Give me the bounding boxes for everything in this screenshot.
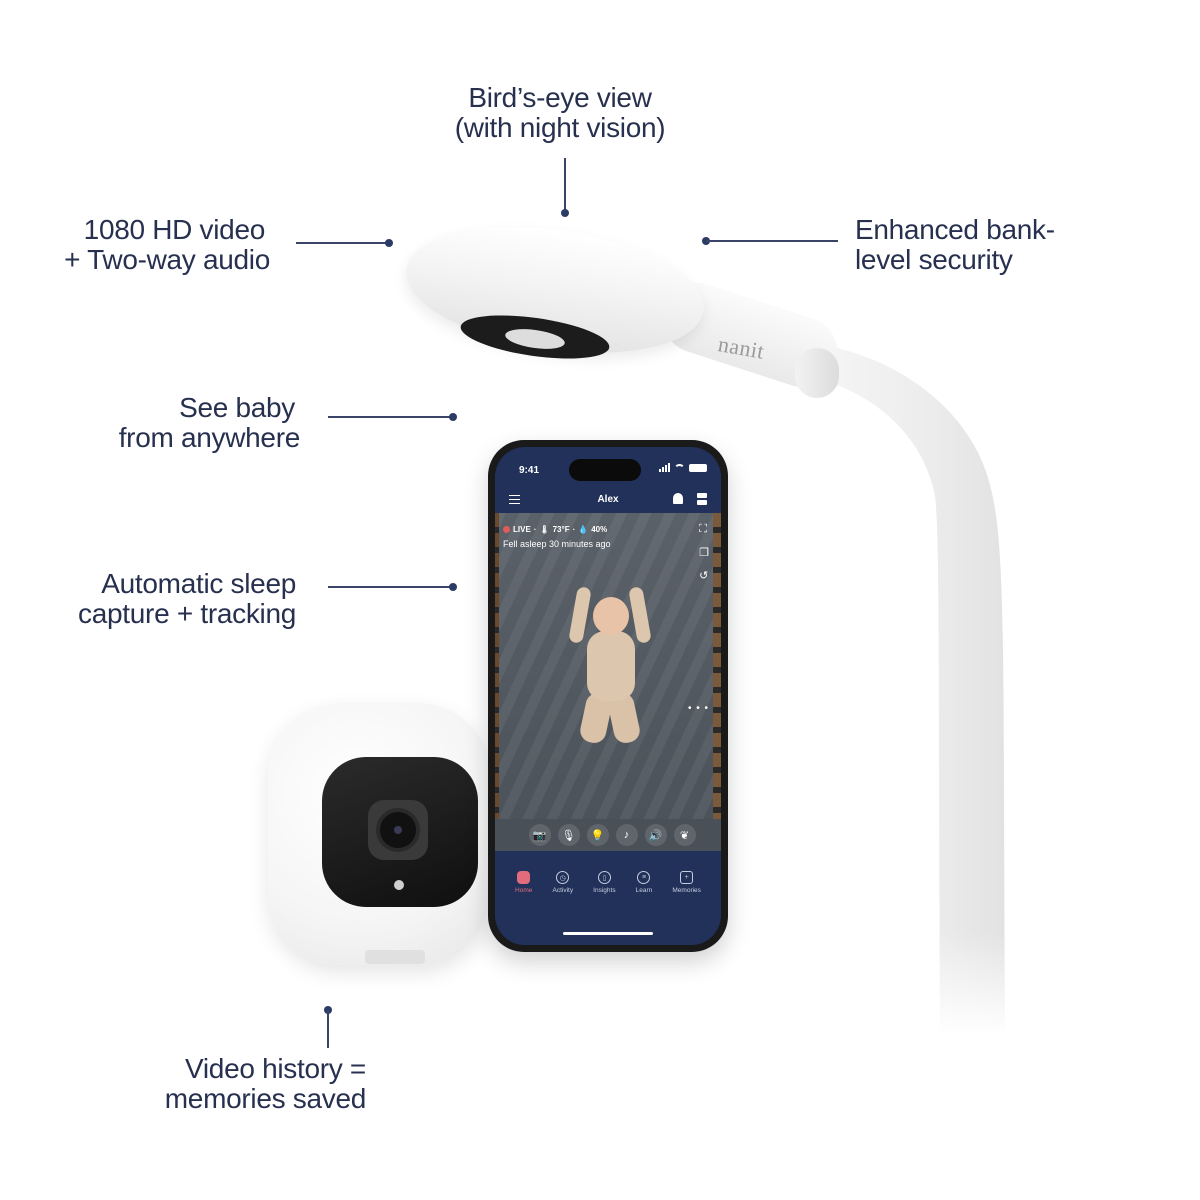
- callout-connector: [564, 158, 566, 210]
- portable-camera-lens: [376, 808, 420, 852]
- music-icon[interactable]: ♪: [615, 824, 638, 846]
- volume-icon[interactable]: 🔊: [644, 824, 667, 846]
- picture-in-picture-icon[interactable]: ❐: [699, 547, 709, 559]
- signal-icon: [659, 463, 670, 472]
- home-icon: ▶: [517, 871, 531, 884]
- microphone-icon[interactable]: 🎙: [557, 824, 580, 846]
- app-header: Alex: [495, 487, 721, 513]
- status-bar: 9:41: [495, 447, 721, 487]
- baby-image: [568, 585, 652, 755]
- camera-icon[interactable]: 📷: [528, 824, 551, 846]
- video-plus-icon: +: [680, 871, 694, 884]
- separator: ·: [533, 525, 537, 534]
- callout-connector: [706, 240, 838, 242]
- battery-icon: [689, 463, 707, 472]
- replay-icon[interactable]: ↺: [699, 570, 709, 582]
- humidity: 40%: [591, 525, 608, 534]
- wifi-icon: [674, 463, 685, 472]
- callout-text: capture + tracking: [78, 598, 296, 629]
- callout-text: Video history =: [185, 1053, 366, 1084]
- humidity-icon: 💧: [578, 525, 589, 534]
- thermometer-icon: 🌡: [539, 525, 550, 534]
- live-video-feed[interactable]: LIVE · 🌡 73°F · 💧 40% Fell asleep 30 min…: [495, 513, 721, 873]
- callout-text: 1080 HD video: [83, 214, 266, 245]
- portable-camera-base: [365, 950, 425, 964]
- home-indicator: [563, 932, 653, 935]
- control-bar: 📷 🎙 💡 ♪ 🔊 ❦: [495, 819, 721, 851]
- callout-text: See baby: [179, 392, 295, 423]
- callout-text: from anywhere: [118, 422, 301, 453]
- tab-learn[interactable]: ≡ Learn: [635, 871, 653, 945]
- callout-connector: [328, 586, 454, 588]
- tab-label: Insights: [593, 887, 616, 894]
- callout-text: memories saved: [164, 1083, 367, 1114]
- layout-icon[interactable]: [697, 493, 707, 505]
- status-icons: [659, 463, 707, 472]
- callout-dot: [449, 413, 457, 421]
- callout-video-history: Video history = memories saved: [110, 1053, 367, 1114]
- more-options-icon[interactable]: • • •: [687, 703, 709, 714]
- phone: 9:41 Alex LIVE · 🌡 73°F ·: [488, 440, 728, 952]
- temperature: 73°F: [552, 525, 570, 534]
- portable-camera-lens-center: [394, 826, 402, 834]
- tab-label: Home: [515, 887, 533, 894]
- callout-dot: [449, 583, 457, 591]
- crib-rail: [495, 513, 499, 873]
- clock-icon: ◷: [556, 871, 570, 884]
- chat-icon: ≡: [637, 871, 651, 884]
- camera-stand: [800, 345, 1010, 1035]
- status-time: 9:41: [519, 465, 540, 476]
- live-status-row: LIVE · 🌡 73°F · 💧 40%: [503, 525, 607, 534]
- bell-icon[interactable]: [673, 493, 683, 504]
- callout-text: (with night vision): [454, 112, 666, 143]
- live-label: LIVE: [513, 525, 531, 534]
- separator: ·: [572, 525, 576, 534]
- callout-birds-eye-view: Bird’s-eye view (with night vision): [430, 83, 690, 143]
- tab-activity[interactable]: ◷ Activity: [552, 871, 573, 945]
- callout-text: + Two-way audio: [64, 244, 270, 275]
- callout-dot: [561, 209, 569, 217]
- fullscreen-icon[interactable]: ⛶: [699, 523, 707, 535]
- tab-insights[interactable]: ▯ Insights: [593, 871, 616, 945]
- bar-chart-icon: ▯: [597, 871, 611, 884]
- callout-text: Enhanced bank-: [855, 214, 1055, 245]
- callout-hd-video: 1080 HD video + Two-way audio: [30, 215, 270, 275]
- tab-memories[interactable]: + Memories: [672, 871, 701, 945]
- callout-see-baby: See baby from anywhere: [60, 392, 301, 453]
- callout-dot: [385, 239, 393, 247]
- callout-text: Bird’s-eye view: [468, 82, 652, 113]
- callout-text: Automatic sleep: [101, 568, 296, 599]
- menu-icon[interactable]: [509, 495, 520, 504]
- tab-label: Learn: [635, 887, 653, 894]
- tab-label: Memories: [672, 887, 701, 894]
- live-indicator-icon: [503, 526, 510, 533]
- dynamic-island: [569, 459, 641, 481]
- callout-text: level security: [855, 244, 1013, 275]
- app-title: Alex: [597, 494, 619, 505]
- camera-knob: [795, 348, 839, 398]
- callout-connector: [296, 242, 388, 244]
- feed-side-icons: ⛶ ❐ ↺: [699, 523, 709, 582]
- breathing-icon[interactable]: ❦: [673, 824, 696, 846]
- callout-connector: [327, 1010, 329, 1048]
- portable-camera-led: [394, 880, 404, 890]
- tab-label: Activity: [552, 887, 574, 894]
- tab-bar: ▶ Home ◷ Activity ▯ Insights ≡ Learn + M…: [495, 851, 721, 945]
- tab-home[interactable]: ▶ Home: [515, 871, 532, 945]
- phone-screen: 9:41 Alex LIVE · 🌡 73°F ·: [495, 447, 721, 945]
- light-icon[interactable]: 💡: [586, 824, 609, 846]
- callout-sleep-tracking: Automatic sleep capture + tracking: [40, 569, 296, 629]
- callout-security: Enhanced bank- level security: [855, 215, 1115, 275]
- callout-connector: [328, 416, 454, 418]
- crib-rail: [713, 513, 721, 873]
- sleep-status: Fell asleep 30 minutes ago: [503, 539, 611, 549]
